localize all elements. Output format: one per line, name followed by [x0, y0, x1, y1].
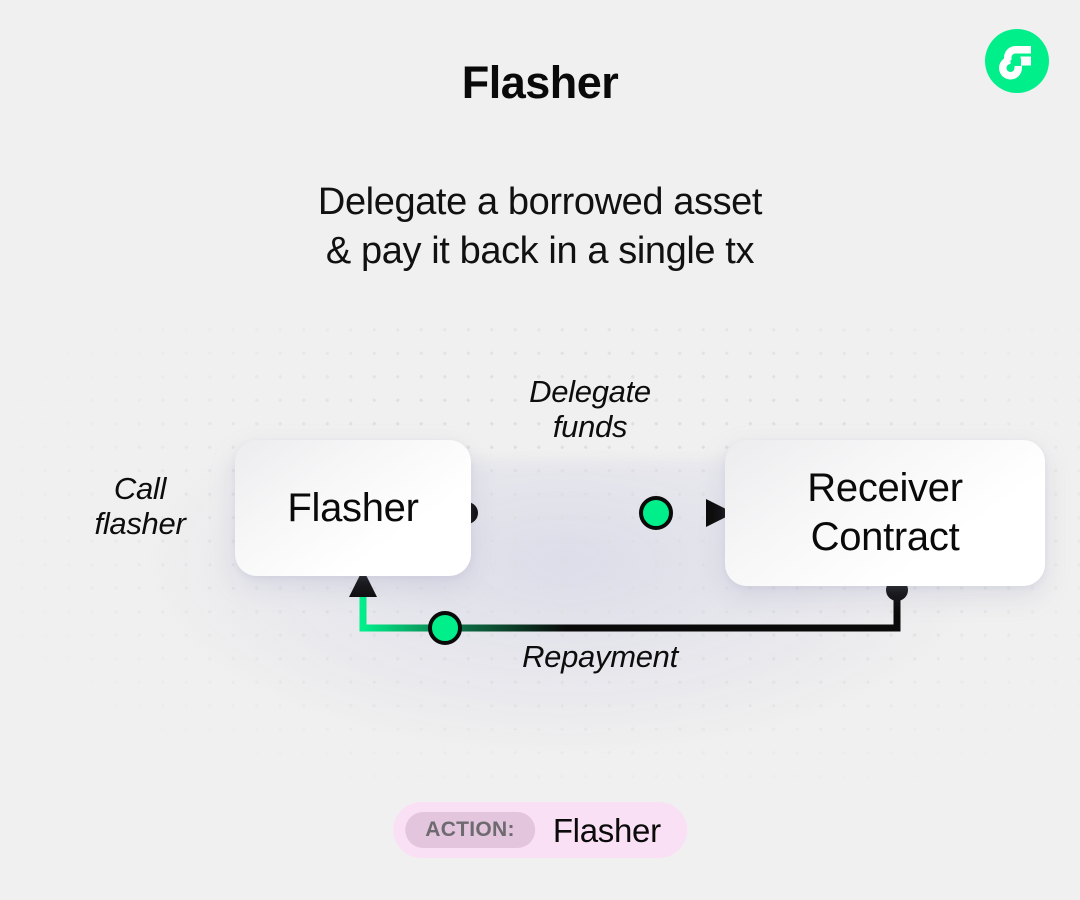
action-badge-value: Flasher: [552, 811, 661, 849]
page-title: Flasher: [461, 57, 619, 108]
subtitle-line-2: & pay it back in a single tx: [325, 230, 755, 273]
label-repayment: Repayment: [522, 639, 678, 674]
node-receiver-label: Receiver Contract: [807, 466, 963, 559]
page-subtitle: Delegate a borrowed asset & pay it back …: [0, 178, 1080, 277]
wire-delegate-funds: [456, 496, 734, 530]
flow-diagram: Flasher Receiver Contract Call flasher D…: [0, 310, 1080, 780]
flow-logo-icon: [985, 29, 1049, 93]
node-receiver-contract[interactable]: Receiver Contract: [725, 440, 1045, 586]
subtitle-line-1: Delegate a borrowed asset: [317, 181, 763, 223]
node-flasher-label: Flasher: [287, 485, 419, 530]
repayment-token-dot: [428, 611, 462, 645]
action-badge-tag: ACTION:: [405, 812, 535, 848]
action-badge[interactable]: ACTION: Flasher: [393, 802, 687, 858]
delegate-token-dot: [639, 496, 673, 530]
node-flasher[interactable]: Flasher: [235, 440, 471, 576]
label-call-flasher: Call flasher: [94, 471, 186, 541]
label-delegate-funds: Delegate funds: [529, 374, 651, 444]
